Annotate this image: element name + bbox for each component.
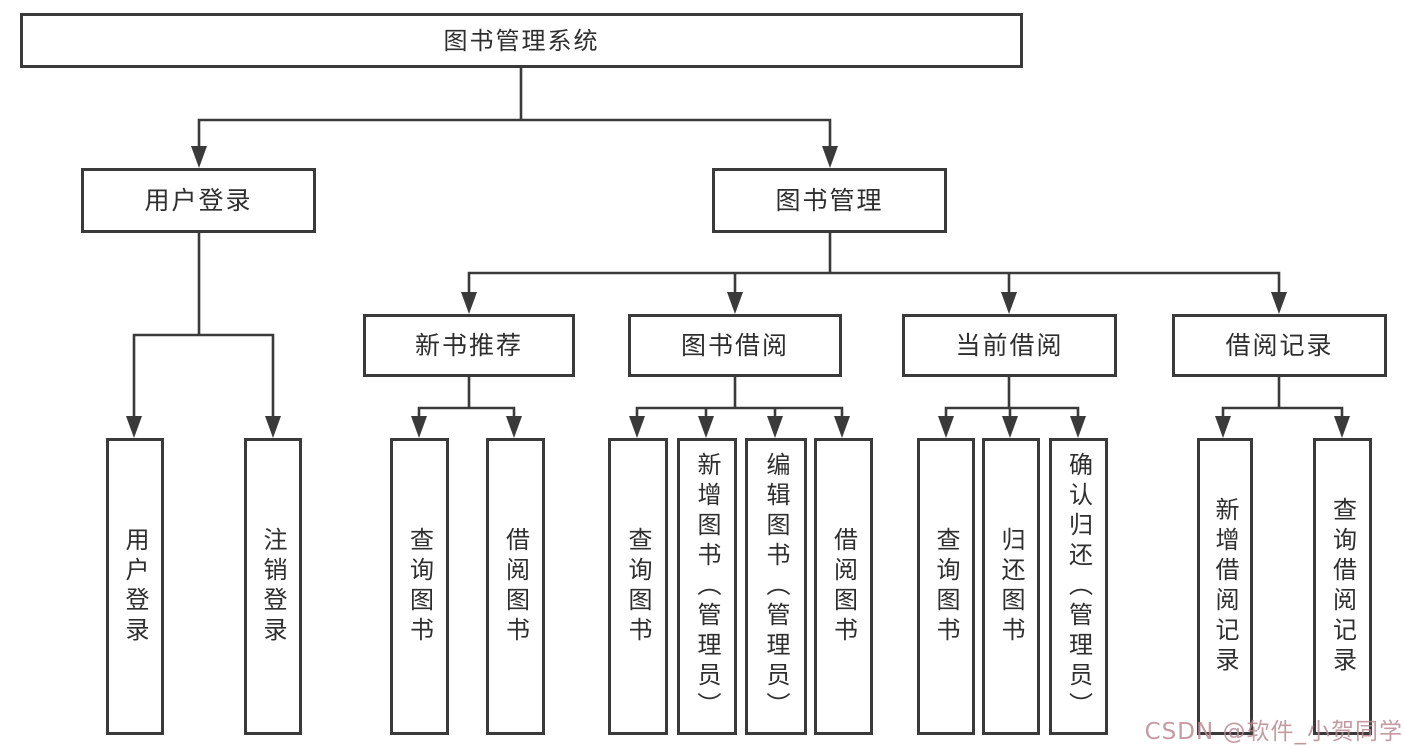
leaf-current-confirm-return-admin: 确认归还（管理员）	[1049, 438, 1108, 735]
leaf-borrowing-query-books: 查询图书	[608, 438, 668, 735]
node-library-management-system: 图书管理系统	[20, 13, 1023, 68]
leaf-label: 查询图书	[405, 526, 434, 647]
leaf-label: 编辑图书（管理员）	[762, 451, 790, 722]
leaf-label: 归还图书	[997, 526, 1025, 647]
leaf-label: 借阅图书	[829, 526, 858, 647]
leaf-label: 查询图书	[932, 526, 960, 647]
leaf-user-login: 用户登录	[106, 438, 164, 735]
leaf-recommend-borrow-books: 借阅图书	[486, 438, 545, 735]
node-user-login: 用户登录	[81, 168, 316, 233]
leaf-label: 查询图书	[624, 526, 652, 647]
leaf-borrowing-borrow-books: 借阅图书	[814, 438, 873, 735]
leaf-label: 确认归还（管理员）	[1064, 451, 1093, 722]
leaf-borrowing-add-books-admin: 新增图书（管理员）	[677, 438, 737, 735]
leaf-label: 注销登录	[259, 526, 287, 647]
leaf-label: 用户登录	[121, 526, 149, 647]
node-borrowing-records: 借阅记录	[1172, 314, 1387, 377]
leaf-logout-login: 注销登录	[244, 438, 302, 735]
leaf-label: 借阅图书	[501, 526, 530, 647]
leaf-current-return-books: 归还图书	[982, 438, 1040, 735]
node-current-borrowing: 当前借阅	[902, 314, 1117, 377]
node-new-book-recommendation: 新书推荐	[363, 314, 575, 377]
leaf-records-query-borrow-record: 查询借阅记录	[1313, 438, 1372, 735]
leaf-label: 查询借阅记录	[1328, 496, 1357, 677]
leaf-label: 新增图书（管理员）	[693, 451, 721, 722]
leaf-label: 新增借阅记录	[1211, 496, 1239, 677]
node-book-borrowing: 图书借阅	[628, 314, 842, 377]
connector-paths	[132, 66, 1344, 430]
leaf-records-add-borrow-record: 新增借阅记录	[1197, 438, 1253, 735]
leaf-recommend-query-books: 查询图书	[390, 438, 449, 735]
leaf-current-query-books: 查询图书	[917, 438, 975, 735]
arrowheads	[126, 146, 1350, 438]
leaf-borrowing-edit-books-admin: 编辑图书（管理员）	[745, 438, 807, 735]
node-book-management: 图书管理	[712, 168, 947, 233]
